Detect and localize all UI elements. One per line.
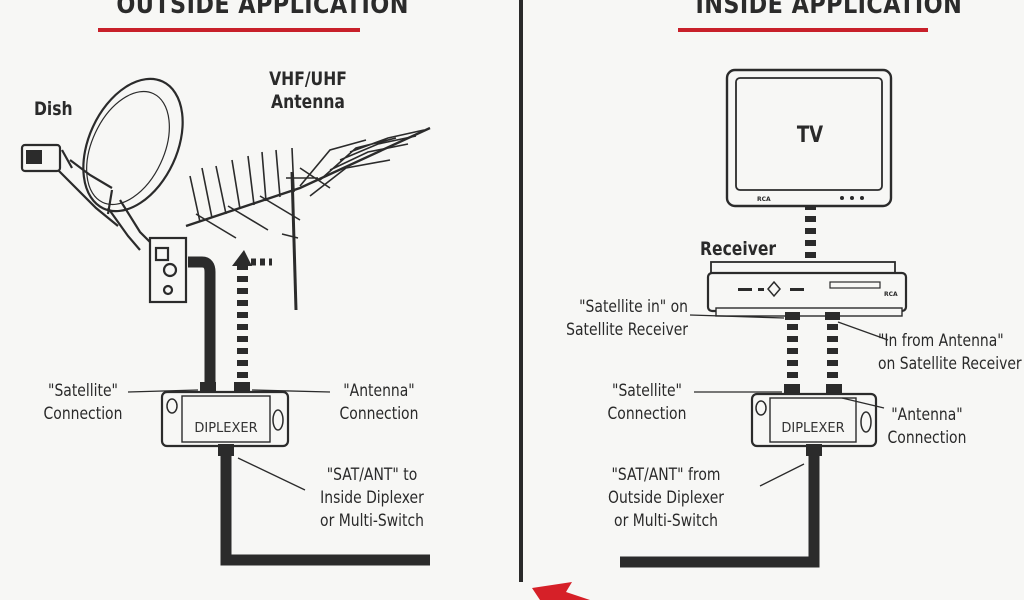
outside-satellite-cable bbox=[188, 256, 216, 384]
inside-satant-cable bbox=[620, 454, 820, 568]
in-from-antenna-label: "In from Antenna" on Satellite Receiver bbox=[878, 331, 1022, 374]
inside-antenna-cable bbox=[827, 316, 838, 386]
red-arrow-icon bbox=[532, 582, 590, 600]
inside-heading-underline bbox=[678, 28, 928, 32]
tv-icon: RCA bbox=[725, 68, 893, 208]
outside-satellite-connection-label: "Satellite" Connection bbox=[43, 381, 123, 424]
inside-leader-lines bbox=[689, 314, 889, 487]
antenna-arrowhead-icon bbox=[232, 250, 252, 266]
inside-satellite-cable bbox=[787, 316, 798, 386]
outside-heading: OUTSIDE APPLICATION bbox=[116, 0, 409, 20]
outside-diplexer-box: DIPLEXER bbox=[160, 382, 290, 456]
tv-label: TV bbox=[796, 123, 824, 148]
antenna-label: VHF/UHF Antenna bbox=[269, 68, 347, 113]
inside-satant-label: "SAT/ANT" from Outside Diplexer or Multi… bbox=[607, 465, 725, 531]
tv-to-receiver-cable bbox=[805, 206, 816, 262]
satellite-dish-icon bbox=[20, 77, 188, 304]
inside-satellite-port bbox=[785, 312, 800, 320]
satellite-in-label: "Satellite in" on Satellite Receiver bbox=[566, 297, 688, 340]
outside-leader-lines bbox=[127, 389, 331, 491]
outside-satant-cable bbox=[220, 454, 430, 566]
receiver-brand: RCA bbox=[884, 291, 898, 298]
outside-diplexer-label: DIPLEXER bbox=[194, 421, 257, 436]
satellite-receiver-icon: RCA bbox=[706, 261, 908, 317]
outside-antenna-connection-label: "Antenna" Connection bbox=[339, 381, 419, 424]
dish-label: Dish bbox=[34, 98, 73, 120]
center-divider bbox=[519, 0, 523, 582]
inside-diplexer-label: DIPLEXER bbox=[781, 421, 844, 436]
outside-satant-label: "SAT/ANT" to Inside Diplexer or Multi-Sw… bbox=[320, 465, 424, 531]
inside-diplexer-box: DIPLEXER bbox=[750, 384, 878, 456]
inside-satellite-connection-label: "Satellite" Connection bbox=[607, 381, 687, 424]
inside-antenna-connection-label: "Antenna" Connection bbox=[887, 405, 967, 448]
outside-antenna-cable bbox=[237, 262, 248, 384]
tv-brand: RCA bbox=[757, 196, 771, 203]
outside-heading-underline bbox=[98, 28, 360, 32]
inside-antenna-port bbox=[825, 312, 840, 320]
vhf-uhf-antenna-icon bbox=[185, 126, 431, 311]
inside-heading: INSIDE APPLICATION bbox=[695, 0, 963, 20]
receiver-label: Receiver bbox=[700, 238, 777, 260]
